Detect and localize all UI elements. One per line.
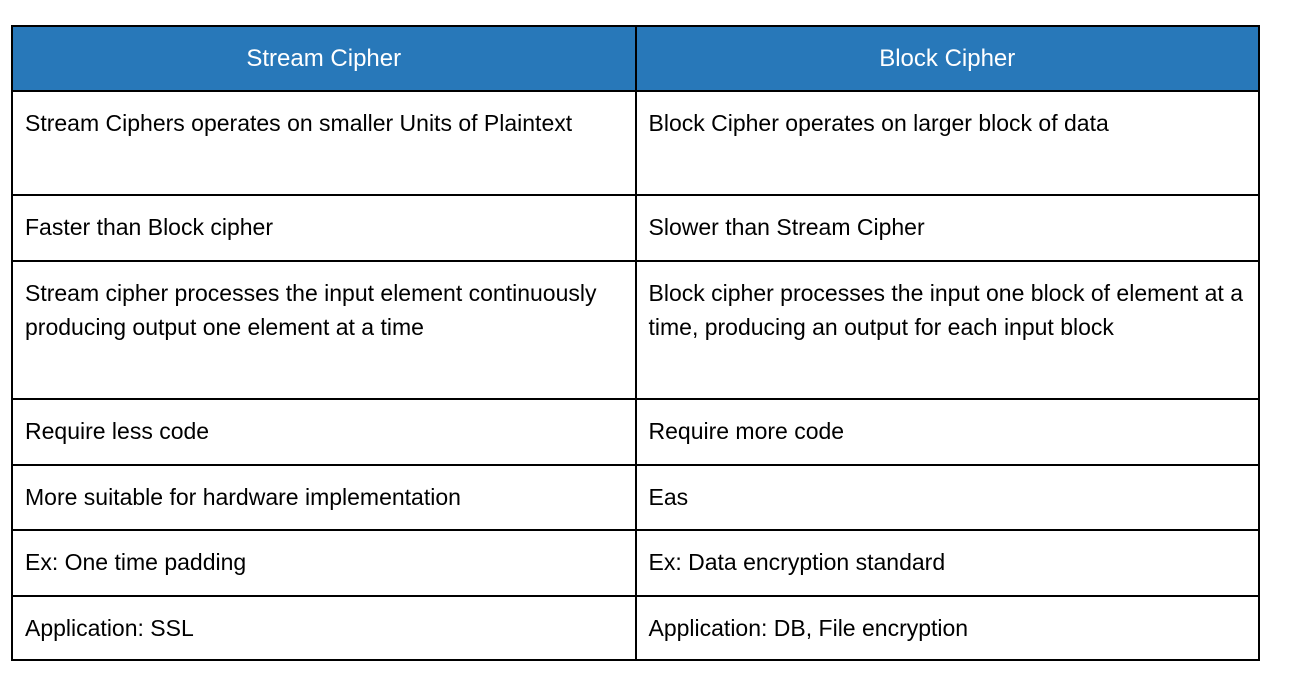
table-row-example: Ex: One time padding Ex: Data encryption… — [11, 529, 1260, 597]
header-block-cipher: Block Cipher — [634, 25, 1260, 92]
cell-block-implementation: Eas — [634, 464, 1260, 531]
cell-block-units: Block Cipher operates on larger block of… — [634, 90, 1260, 196]
table-row-code: Require less code Require more code — [11, 398, 1260, 466]
table-row-implementation: More suitable for hardware implementatio… — [11, 464, 1260, 531]
header-stream-cipher: Stream Cipher — [11, 25, 637, 92]
cell-stream-code: Require less code — [11, 398, 637, 466]
table-row-units: Stream Ciphers operates on smaller Units… — [11, 90, 1260, 196]
cell-block-speed: Slower than Stream Cipher — [634, 194, 1260, 262]
cell-stream-application: Application: SSL — [11, 595, 637, 661]
table-row-application: Application: SSL Application: DB, File e… — [11, 595, 1260, 661]
cell-stream-units: Stream Ciphers operates on smaller Units… — [11, 90, 637, 196]
cell-block-example: Ex: Data encryption standard — [634, 529, 1260, 597]
table-row-processing: Stream cipher processes the input elemen… — [11, 260, 1260, 400]
cell-block-code: Require more code — [634, 398, 1260, 466]
cell-stream-processing: Stream cipher processes the input elemen… — [11, 260, 637, 400]
cell-stream-example: Ex: One time padding — [11, 529, 637, 597]
table-header-row: Stream Cipher Block Cipher — [11, 25, 1260, 92]
cell-stream-speed: Faster than Block cipher — [11, 194, 637, 262]
cell-stream-implementation: More suitable for hardware implementatio… — [11, 464, 637, 531]
cell-block-processing: Block cipher processes the input one blo… — [634, 260, 1260, 400]
cell-block-application: Application: DB, File encryption — [634, 595, 1260, 661]
table-row-speed: Faster than Block cipher Slower than Str… — [11, 194, 1260, 262]
cipher-comparison-table: Stream Cipher Block Cipher Stream Cipher… — [11, 25, 1260, 661]
